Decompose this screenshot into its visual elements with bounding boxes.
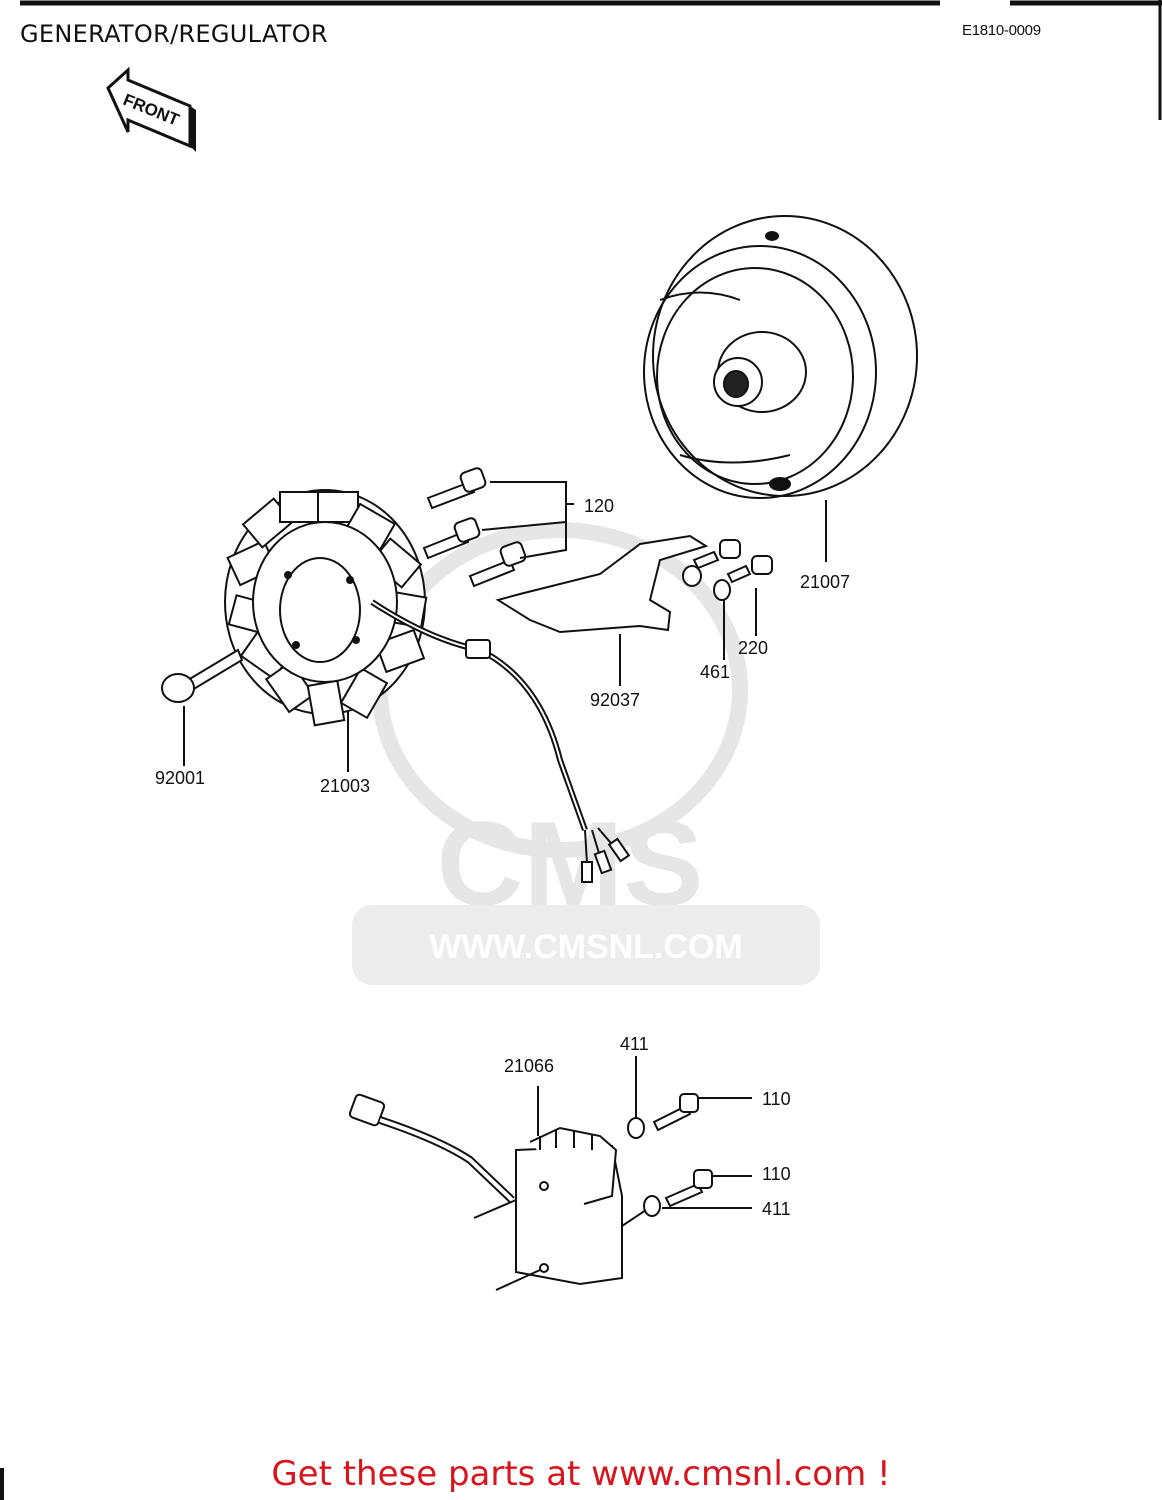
callout-21066: 21066	[504, 1056, 554, 1076]
fasteners-220-461	[682, 539, 773, 660]
callout-110-mid: 110	[762, 1164, 791, 1184]
diagram-title: GENERATOR/REGULATOR	[20, 20, 328, 48]
callout-21007: 21007	[800, 572, 850, 592]
bracket-92037	[495, 534, 709, 686]
callout-92001: 92001	[155, 768, 205, 788]
front-arrow: FRONT	[106, 66, 196, 152]
bolt-92001	[161, 648, 244, 766]
corner-mark	[0, 1468, 4, 1500]
callout-461: 461	[700, 662, 730, 682]
callout-411-top: 411	[620, 1034, 649, 1054]
callout-21003: 21003	[320, 776, 370, 796]
callout-120: 120	[584, 496, 614, 516]
callout-110-top: 110	[762, 1089, 791, 1109]
diagram-code: E1810-0009	[962, 22, 1041, 39]
callout-220: 220	[738, 638, 768, 658]
callout-92037: 92037	[590, 690, 640, 710]
callout-411-bottom: 411	[762, 1199, 791, 1219]
watermark-url: WWW.CMSNL.COM	[429, 928, 743, 966]
cms-watermark: CMS WWW.CMSNL.COM	[352, 522, 820, 985]
screws-120	[422, 467, 574, 588]
rotor-21007	[643, 215, 918, 562]
regulator-21066	[348, 1056, 752, 1291]
callout-labels: 120 21007 220 461 92037 92001 21003 411 …	[155, 496, 850, 1219]
promo-footer-link[interactable]: Get these parts at www.cmsnl.com !	[271, 1454, 891, 1494]
stator-21003	[224, 489, 631, 883]
